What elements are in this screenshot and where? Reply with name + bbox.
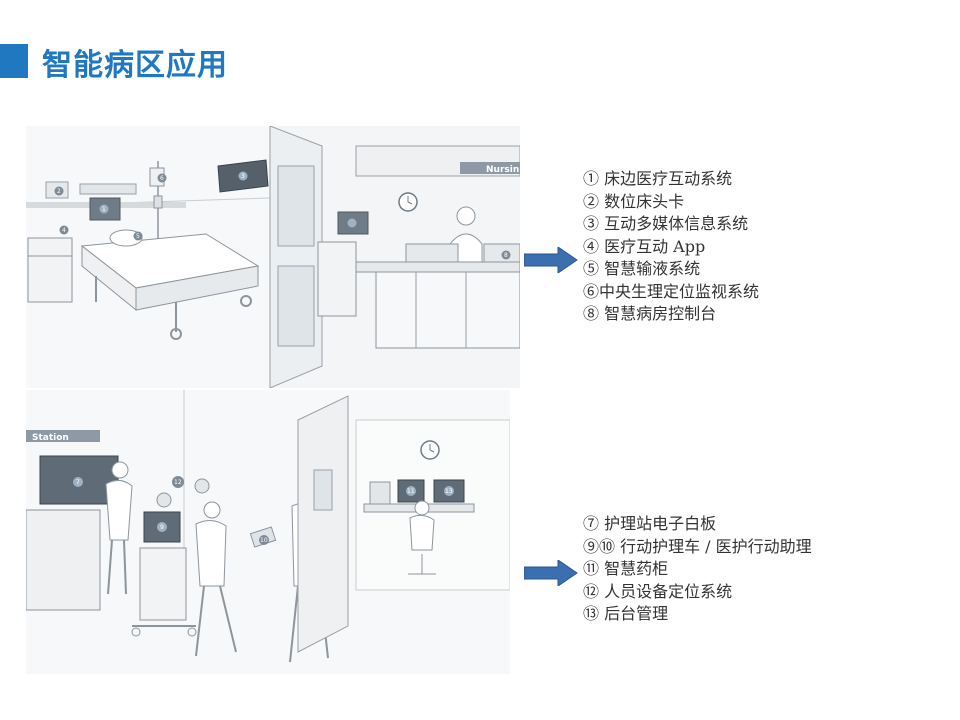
legend-item: ⑥中央生理定位监视系统 [583,281,759,304]
badge-8-label: 8 [504,252,508,259]
station-sign: Station [32,433,69,443]
badge-9-top [348,219,357,228]
right-arrow-icon [524,560,578,586]
badge-9-label: 9 [160,524,164,531]
legend-item: ⑨⑩ 行动护理车 / 医护行动助理 [583,536,812,559]
nurse-station-sign: Nursin [486,165,519,175]
legend-item: ⑬ 后台管理 [583,603,812,626]
badge-7-label: 7 [76,479,80,486]
title-accent-bar [0,44,28,78]
ward-room-illustration: 2 1 6 3 4 5 Nursin 8 [26,126,520,388]
legend-item: ② 数位床头卡 [583,191,759,214]
bottom-legend: ⑦ 护理站电子白板 ⑨⑩ 行动护理车 / 医护行动助理 ⑪ 智慧药柜 ⑫ 人员设… [583,513,812,626]
legend-item: ⑤ 智慧输液系统 [583,258,759,281]
badge-6-label: 6 [160,175,164,182]
page-title: 智能病区应用 [42,40,228,84]
top-legend: ① 床边医疗互动系统 ② 数位床头卡 ③ 互动多媒体信息系统 ④ 医疗互动 Ap… [583,168,759,326]
badge-5-label: 5 [136,233,140,240]
badge-3-label: 3 [241,173,245,180]
nursing-station-illustration: Station 7 12 9 10 11 13 [26,390,510,674]
legend-item: ⑦ 护理站电子白板 [583,513,812,536]
legend-item: ⑫ 人员设备定位系统 [583,581,812,604]
legend-item: ④ 医疗互动 App [583,236,759,259]
legend-item: ⑧ 智慧病房控制台 [583,303,759,326]
badge-10-label: 10 [260,537,268,544]
badge-13-pin [195,479,209,493]
legend-item: ⑪ 智慧药柜 [583,558,812,581]
badge-4-label: 4 [62,227,66,234]
badge-11-label: 11 [407,488,415,495]
legend-item: ① 床边医疗互动系统 [583,168,759,191]
badge-13-label: 13 [445,488,453,495]
right-arrow-icon [524,247,578,273]
legend-item: ③ 互动多媒体信息系统 [583,213,759,236]
badge-2-label: 2 [57,188,61,195]
badge-1-label: 1 [102,206,106,213]
badge-12-label: 12 [174,479,182,486]
